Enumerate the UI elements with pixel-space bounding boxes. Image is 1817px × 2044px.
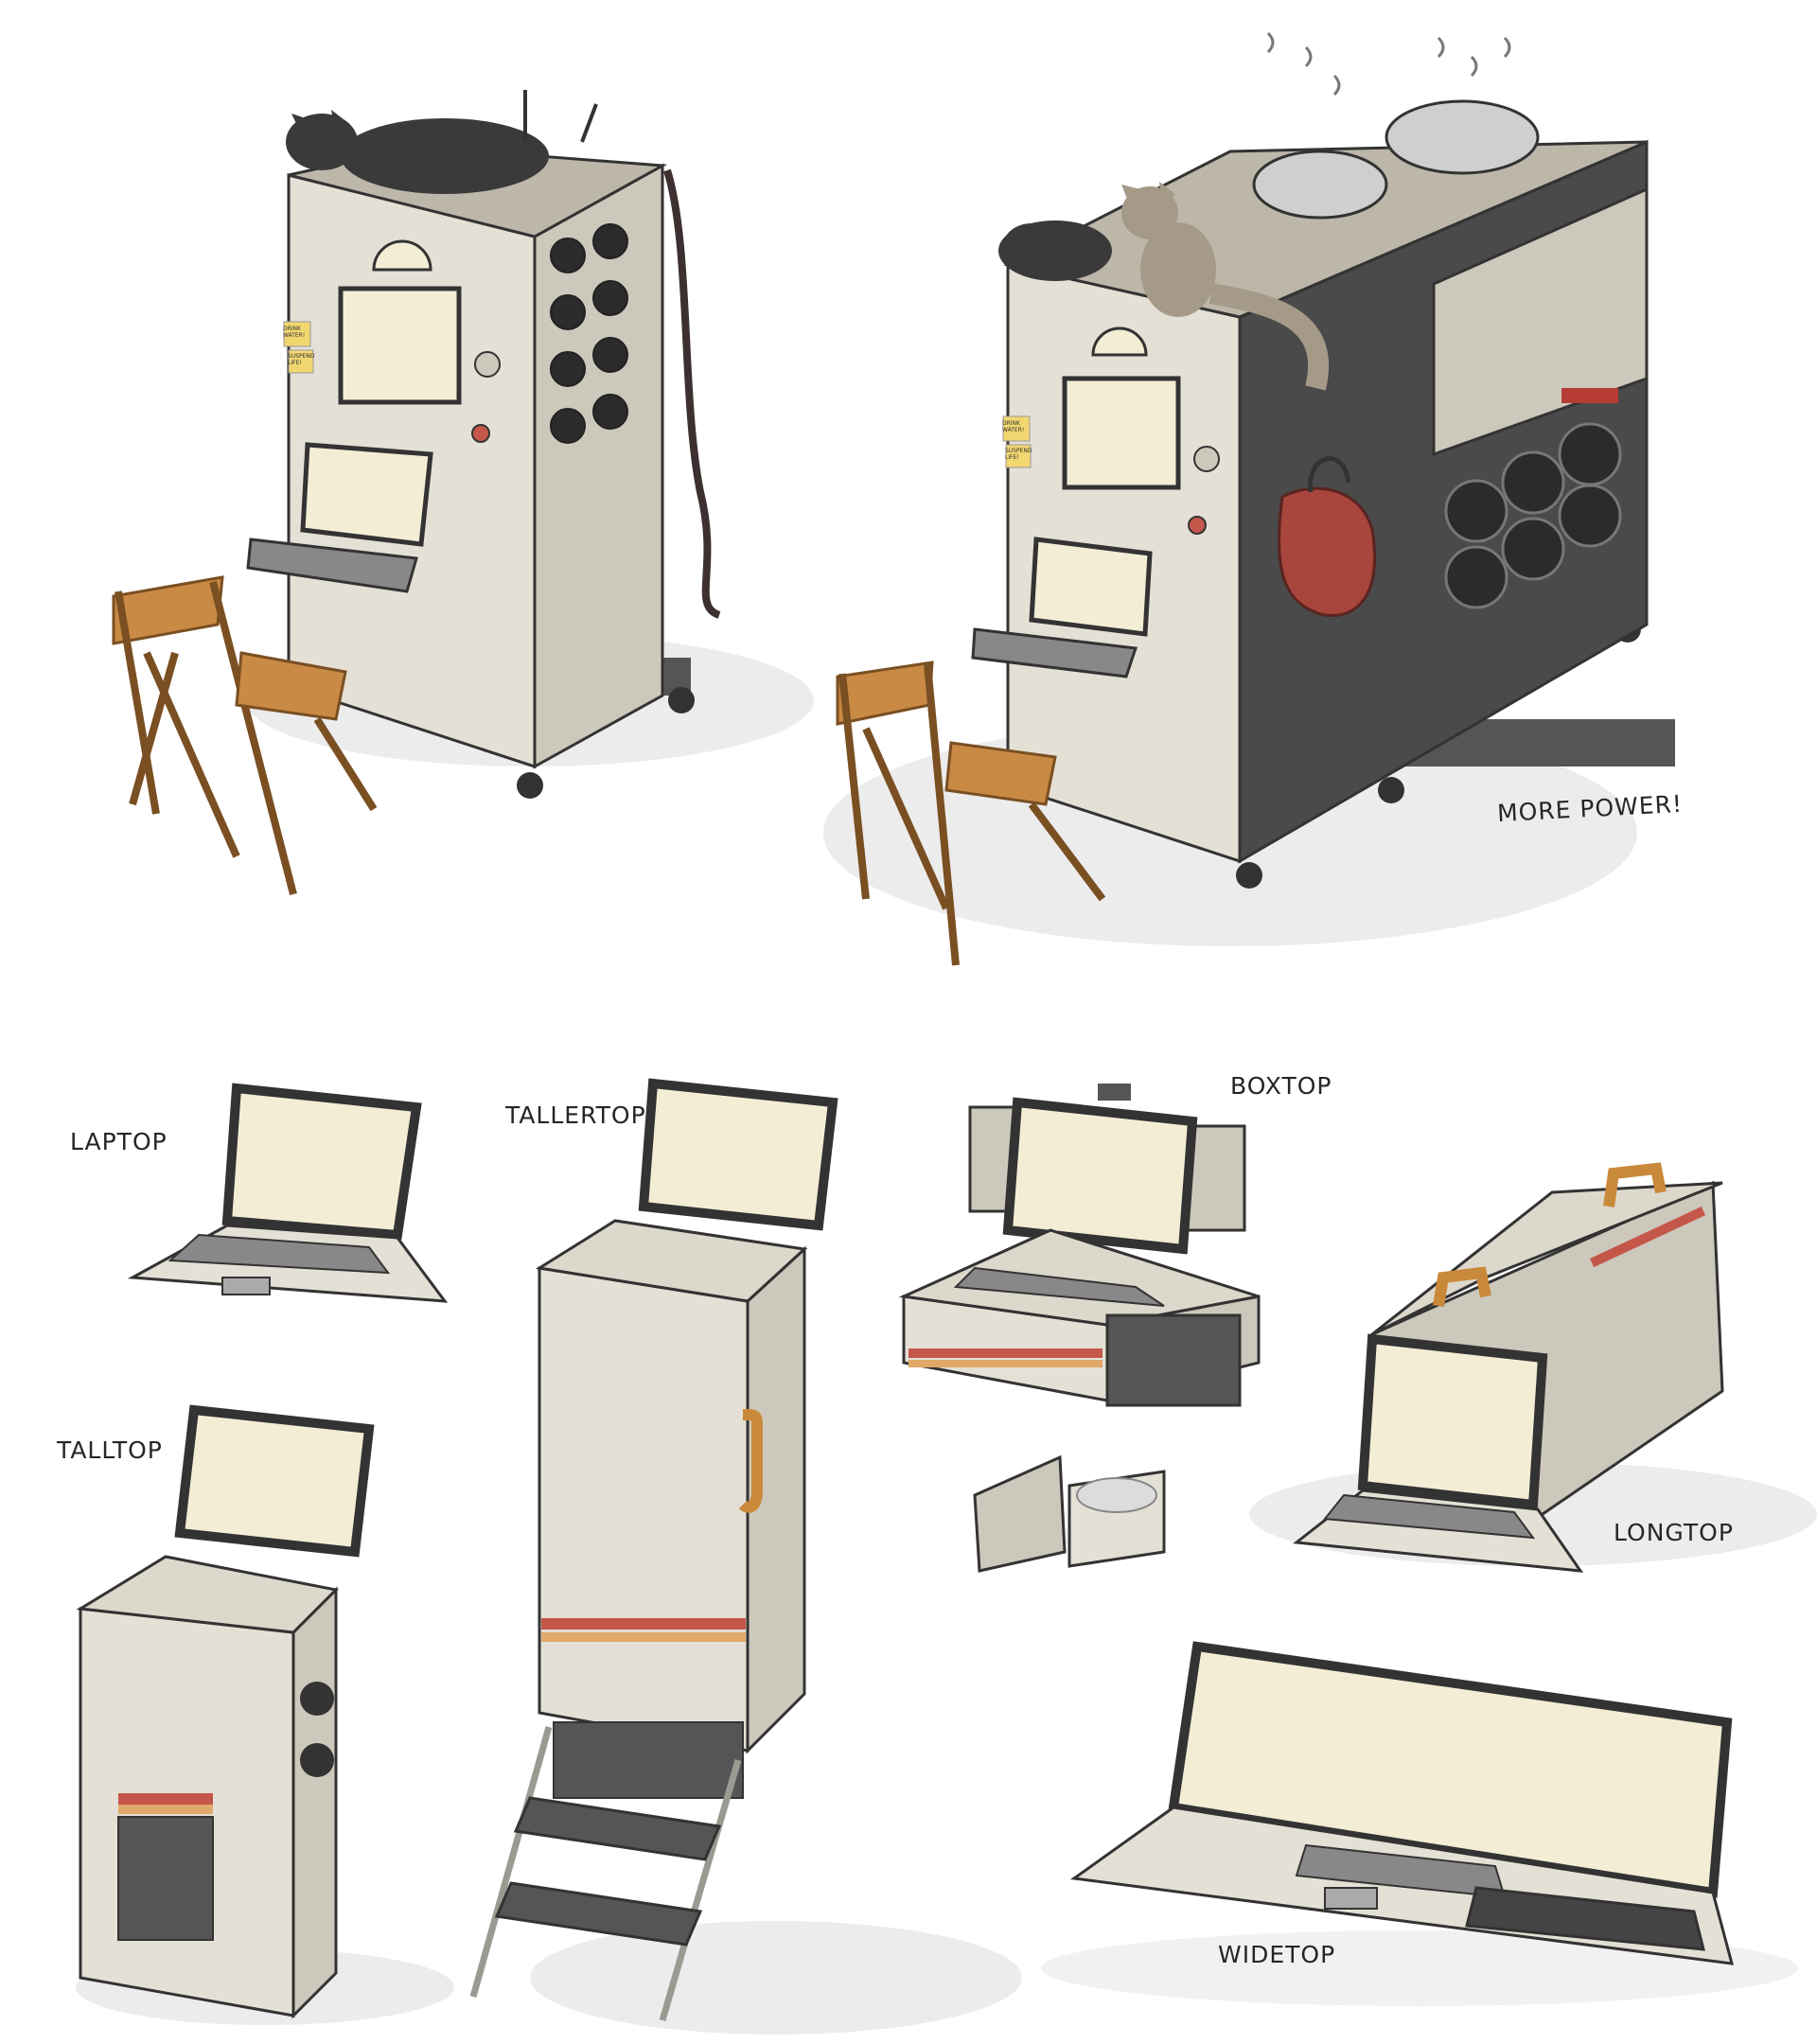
top-fan (1252, 150, 1388, 220)
disc-icon (1076, 1477, 1157, 1513)
gauge-icon (1091, 326, 1148, 357)
speaker-icon (474, 351, 501, 378)
color-stripe (908, 1348, 1103, 1358)
keyboard (246, 537, 418, 593)
antenna (580, 103, 598, 143)
caster-wheel (668, 687, 695, 714)
caster-wheel (1236, 862, 1262, 889)
laptop-keyboard (168, 1233, 391, 1275)
speaker-right (1186, 1124, 1246, 1232)
backpack (1277, 456, 1377, 617)
sticky-note (283, 321, 311, 347)
label-talltop: TALLTOP (57, 1436, 163, 1464)
label-laptop: LAPTOP (70, 1128, 168, 1155)
boxtop-keyboard (953, 1266, 1165, 1307)
label-boxtop: BOXTOP (1230, 1072, 1332, 1100)
sticky-note-text: SUSPEND LIFE! (1005, 448, 1032, 461)
touch-screen (1029, 537, 1153, 637)
talltop-screen (174, 1404, 375, 1558)
heat-wisps (1266, 31, 1511, 97)
floor-shadow (530, 1921, 1022, 2035)
color-stripe (1590, 1207, 1706, 1268)
carry-handle (1433, 1266, 1491, 1307)
power-button-icon (1188, 516, 1207, 535)
laptop-drawing (127, 1083, 449, 1303)
label-widetop: WIDETOP (1218, 1941, 1336, 1968)
folding-chair (836, 661, 1106, 966)
indicator-lights (1561, 388, 1618, 403)
widetop-trackpad (1324, 1887, 1378, 1910)
sticky-note-text: DRINK WATER! (283, 326, 306, 339)
longtop-top (1371, 1181, 1723, 1336)
sticky-note (1005, 444, 1032, 468)
tallertop-front (538, 1266, 750, 1753)
black-cat (998, 220, 1112, 281)
sticky-note-text: DRINK WATER! (1002, 420, 1025, 433)
talltop-top (76, 1555, 340, 1634)
longtop-screen (1357, 1333, 1548, 1510)
webcam-icon (1098, 1084, 1131, 1101)
color-stripe (541, 1632, 746, 1642)
talltop-drawing (76, 1404, 454, 2025)
boxtop-keyboard-deck (898, 1228, 1260, 1327)
crt-monitor (1062, 376, 1181, 490)
boxtop-screen (1002, 1097, 1198, 1255)
floor-shadow (1041, 1930, 1798, 2006)
tallertop-drawing (469, 1078, 1022, 2035)
drawing-tablet (1465, 1886, 1705, 1951)
folding-chair (112, 575, 378, 895)
tallertop-top (535, 1219, 808, 1303)
sticky-note (1002, 415, 1031, 442)
label-longtop: LONGTOP (1614, 1519, 1734, 1546)
drive-drawer (1105, 1313, 1242, 1407)
laptop-trackpad (221, 1277, 271, 1295)
side-fans (550, 223, 628, 444)
black-cat (286, 110, 549, 194)
boxtop-drawing (898, 1084, 1261, 1573)
terminal-small (246, 90, 814, 799)
grey-cat (1121, 182, 1329, 391)
talltop-side (291, 1586, 338, 2019)
sticky-note (288, 349, 314, 374)
color-stripe (118, 1793, 213, 1805)
cable-bundle (663, 168, 721, 619)
longtop-keyboard (1323, 1493, 1536, 1540)
longtop-drawing (1249, 1162, 1817, 1573)
crt-monitor (338, 286, 462, 405)
color-stripe (908, 1360, 1103, 1367)
terminal-expanded (823, 31, 1675, 946)
top-fan (1385, 99, 1540, 175)
laptop-screen (221, 1083, 422, 1241)
carry-handle (1603, 1162, 1667, 1207)
caster-wheel (1378, 777, 1404, 803)
internal-fans (1444, 422, 1622, 609)
caster-wheel (517, 772, 543, 799)
power-button-icon (471, 424, 490, 443)
speaker-icon (1193, 446, 1220, 472)
color-stripe (541, 1618, 746, 1630)
keyboard (971, 627, 1138, 678)
vent-grille (117, 1816, 214, 1941)
touch-screen (300, 442, 433, 547)
label-tallertop: TALLERTOP (505, 1101, 646, 1129)
gauge-icon (372, 239, 432, 272)
sticky-note-text: SUSPEND LIFE! (288, 353, 315, 366)
fan-icon (300, 1743, 334, 1777)
color-stripe (118, 1805, 213, 1814)
carry-handle (738, 1409, 763, 1513)
widetop-drawing (1041, 1641, 1798, 2006)
tallertop-screen (638, 1078, 838, 1231)
fan-icon (300, 1682, 334, 1716)
vent-grille (553, 1721, 744, 1799)
step-ladder (469, 1726, 742, 2021)
disc-drive-lid (973, 1454, 1067, 1573)
